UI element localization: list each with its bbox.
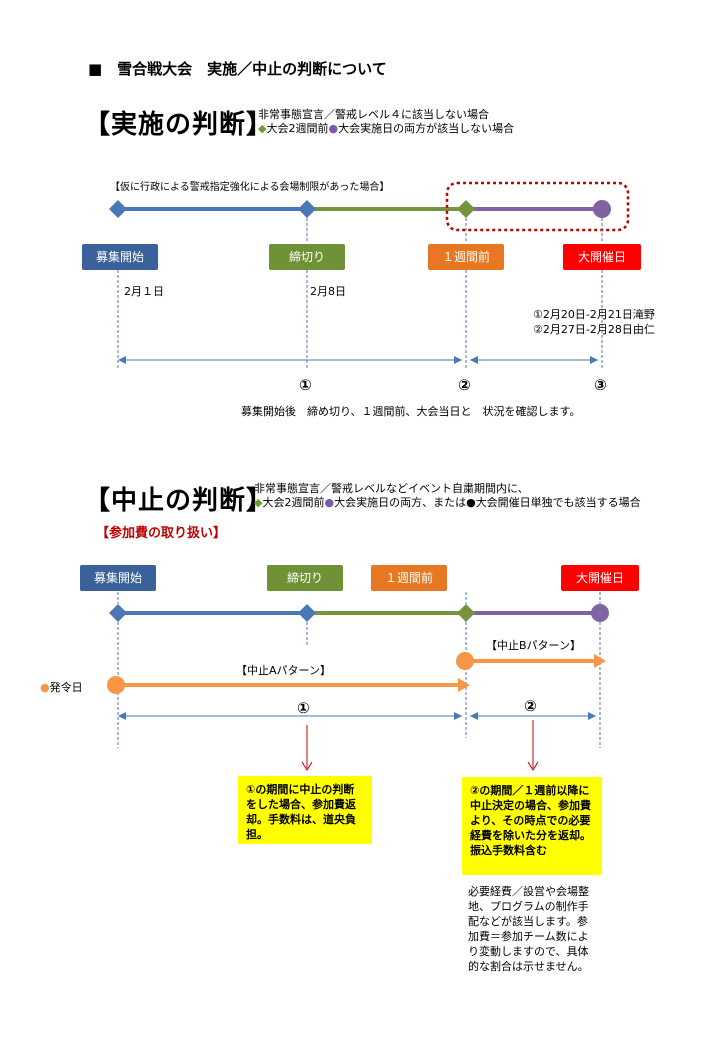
s2-order-day: ●発令日 (40, 681, 83, 694)
s1-diamond-week (457, 200, 475, 218)
s2-expense-note: 必要経費／設営や会場整地、プログラムの制作手配などが該当します。参加費＝参加チー… (468, 885, 589, 973)
s1-diamond-start (109, 200, 127, 218)
s2-marker-1: ① (297, 699, 310, 717)
s1-label-week-before: １週間前 (428, 244, 504, 270)
s1-event-date-1: ①2月20日-2月21日滝野 (533, 308, 655, 321)
s1-label-start: 募集開始 (82, 244, 158, 270)
s1-date-start: 2月１日 (124, 285, 164, 298)
black-circle-icon: ● (466, 496, 476, 509)
section2-condition-line2: ◆大会2週間前●大会実施日の両方、または●大会開催日単独でも該当する場合 (254, 496, 641, 509)
purple-circle-icon: ● (328, 122, 339, 135)
section1-condition-line2: ◆大会2週間前●大会実施日の両方が該当しない場合 (258, 122, 515, 135)
s1-confirm-text: 募集開始後 締め切り、１週間前、大会当日と 状況を確認します。 (241, 405, 581, 418)
s1-label-event-day: 大開催日 (563, 244, 641, 270)
green-diamond-icon: ◆ (258, 122, 267, 135)
s2-label-deadline: 締切り (267, 565, 343, 591)
s1-highlight-box (445, 181, 630, 232)
s1-label-deadline: 締切り (269, 244, 345, 270)
section1-note: 【仮に行政による警戒指定強化による会場制限があった場合】 (110, 182, 390, 193)
s2-marker-2: ② (524, 697, 537, 715)
green-diamond-icon: ◆ (254, 496, 263, 509)
section1-title: 【実施の判断】 (84, 110, 274, 140)
s1-event-date-2: ②2月27日-2月28日由仁 (533, 323, 655, 336)
s1-date-deadline: 2月8日 (310, 285, 346, 298)
purple-circle-icon: ● (324, 496, 335, 509)
s2-pattern-b: 【中止Bパターン】 (486, 639, 581, 652)
s2-label-start: 募集開始 (80, 565, 156, 591)
s2-pattern-a: 【中止Aパターン】 (236, 664, 331, 677)
s1-circle-event (593, 200, 611, 218)
s1-marker-1: ① (299, 376, 312, 394)
section2-title: 【中止の判断】 (84, 486, 274, 516)
section2-condition-line1: 非常事態宣言／警戒レベルなどイベント自粛期間内に、 (254, 482, 529, 495)
s2-label-week-before: １週間前 (371, 565, 447, 591)
s1-diamond-deadline (298, 200, 316, 218)
s2-note-period2: ②の期間／１週前以降に中止決定の場合、参加費より、その時点での必要経費を除いた分… (462, 777, 602, 875)
section1-condition-line1: 非常事態宣言／警戒レベル４に該当しない場合 (258, 108, 489, 121)
s2-note-period1: ①の期間に中止の判断をした場合、参加費返却。手数料は、道央負担。 (238, 776, 372, 844)
document-title: ■ 雪合戦大会 実施／中止の判断について (88, 60, 387, 78)
s1-marker-3: ③ (594, 376, 607, 394)
fee-handling-heading: 【参加費の取り扱い】 (96, 526, 227, 541)
orange-circle-icon: ● (40, 681, 50, 694)
s2-label-event-day: 大開催日 (561, 565, 639, 591)
s1-marker-2: ② (458, 376, 471, 394)
